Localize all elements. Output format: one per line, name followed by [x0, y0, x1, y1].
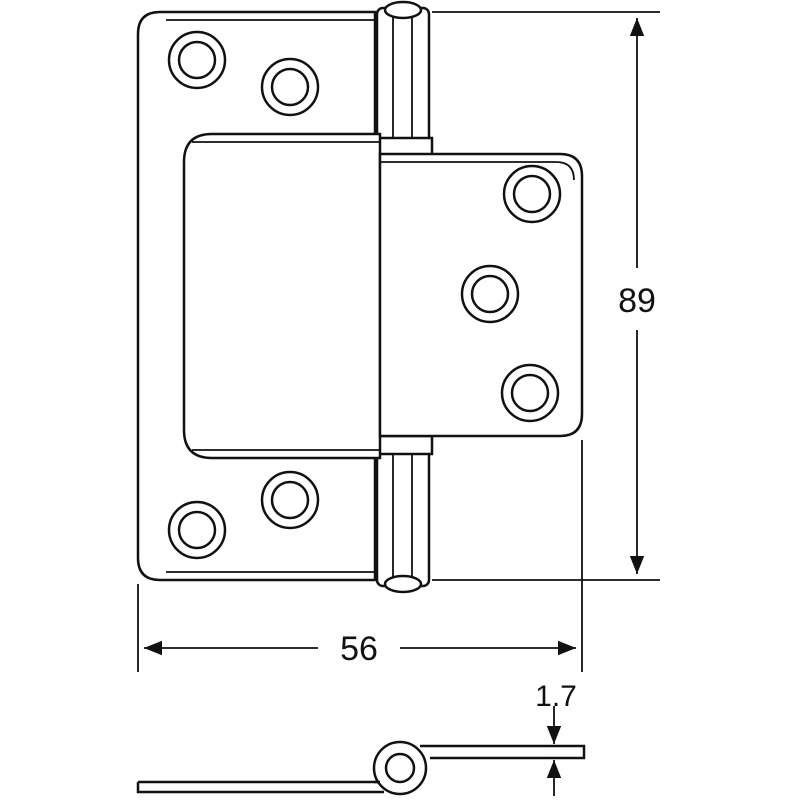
thickness-dimension: 1.7 [535, 680, 578, 796]
screw-hole-icon [167, 30, 227, 90]
height-dimension-label: 89 [618, 282, 656, 320]
screw-hole-icon [460, 264, 520, 324]
screw-hole-icon [167, 500, 227, 560]
screw-holes [167, 30, 562, 560]
screw-hole-icon [260, 470, 320, 530]
screw-hole-icon [260, 57, 320, 117]
width-dimension-label: 56 [340, 630, 378, 668]
width-dimension: 56 [137, 440, 583, 672]
side-profile-view [136, 740, 586, 796]
height-dimension: 89 [432, 11, 669, 581]
screw-hole-icon [502, 164, 562, 224]
screw-hole-icon [500, 363, 560, 423]
thickness-dimension-label: 1.7 [535, 680, 577, 713]
